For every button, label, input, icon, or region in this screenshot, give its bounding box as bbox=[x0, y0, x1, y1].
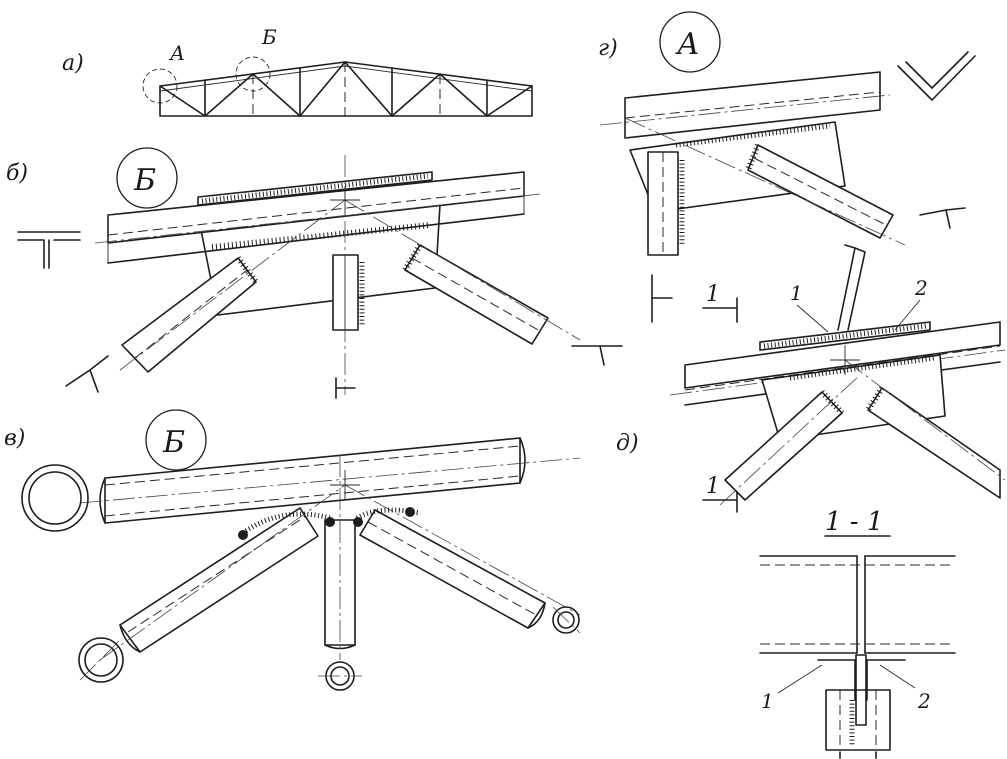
detail-b-circle bbox=[116, 147, 178, 209]
tee-section-icon bbox=[17, 231, 81, 269]
label-section-callout-2: 2 bbox=[917, 689, 931, 713]
label-section-mark-bottom: 1 bbox=[706, 474, 720, 499]
tube-section-icon-left bbox=[78, 637, 124, 683]
node-a-marker bbox=[142, 68, 178, 104]
label-detail-b-bottom: Б bbox=[162, 425, 185, 460]
label-detail-a: А bbox=[675, 27, 700, 62]
angle-section-icon bbox=[65, 355, 109, 393]
node-detail-b-angles: б) Б bbox=[6, 147, 623, 399]
angle-section-icon-right bbox=[571, 345, 623, 366]
label-panel-g: г) bbox=[598, 36, 618, 61]
label-callout-2: 2 bbox=[914, 276, 928, 300]
label-panel-d: д) bbox=[616, 431, 639, 456]
label-panel-b: б) bbox=[6, 161, 28, 186]
node-detail-purlin: д) 1 1 1 2 1 - 1 bbox=[616, 244, 1006, 759]
label-panel-a: а) bbox=[62, 51, 84, 76]
node-detail-a-support: г) А bbox=[598, 11, 976, 323]
detail-b-circle-bottom bbox=[145, 409, 207, 471]
label-section-title: 1 - 1 bbox=[825, 507, 883, 537]
detail-a-circle bbox=[659, 11, 721, 73]
label-panel-v: в) bbox=[4, 426, 25, 451]
truss-overview: а) А Б bbox=[62, 25, 533, 117]
node-detail-b-tubes: в) Б bbox=[4, 409, 581, 691]
vertical-section-icon-a bbox=[651, 274, 673, 323]
vertical-section-icon bbox=[335, 377, 356, 399]
tube-section-icon-right bbox=[552, 606, 580, 634]
label-detail-b-top: Б bbox=[133, 163, 156, 198]
angle-section-icon-diag bbox=[919, 207, 966, 229]
angle-section-icon-top bbox=[897, 51, 976, 101]
label-callout-1: 1 bbox=[790, 281, 803, 305]
label-section-mark: 1 bbox=[706, 282, 720, 307]
tube-section-icon bbox=[21, 464, 89, 532]
label-node-a: А bbox=[168, 41, 185, 65]
section-mark-top bbox=[702, 297, 738, 323]
section-mark-bottom bbox=[702, 489, 738, 513]
node-b-marker bbox=[235, 56, 271, 92]
label-node-b: Б bbox=[261, 25, 277, 49]
label-section-callout-1: 1 bbox=[761, 689, 774, 713]
